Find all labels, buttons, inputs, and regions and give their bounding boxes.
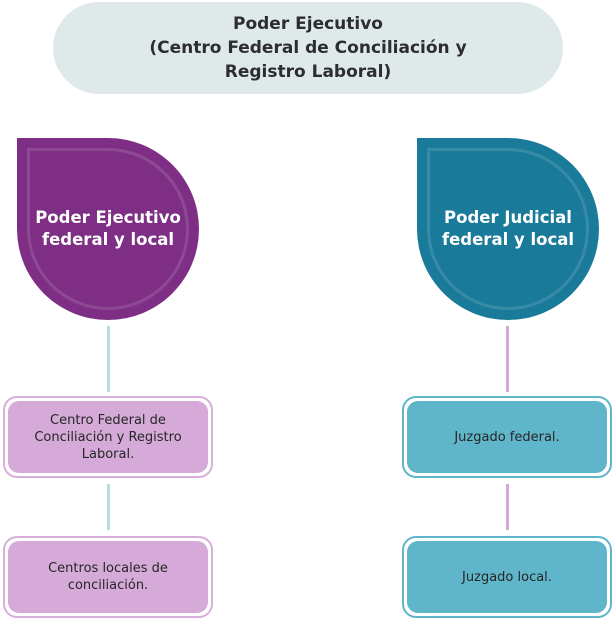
right-header-line-2: federal y local bbox=[441, 230, 575, 249]
top-node-line-1: Poder Ejecutivo bbox=[232, 14, 383, 34]
right-branch-header: Poder Judicial federal y local bbox=[417, 138, 599, 320]
left-header-line-2: federal y local bbox=[41, 230, 175, 249]
left-connector-upper bbox=[107, 326, 110, 392]
left-connector-lower bbox=[107, 484, 110, 530]
centro-federal-line-2: Conciliación y Registro bbox=[34, 429, 182, 445]
centro-federal-line-1: Centro Federal de bbox=[50, 412, 166, 428]
left-header-line-1: Poder Ejecutivo bbox=[35, 208, 181, 227]
centros-locales-line-2: conciliación. bbox=[67, 578, 149, 593]
juzgado-local-box-body: Juzgado local. bbox=[407, 541, 607, 613]
juzgado-local-label: Juzgado local. bbox=[462, 569, 552, 585]
juzgado-federal-label: Juzgado federal. bbox=[454, 429, 560, 445]
top-node-poder-ejecutivo: Poder Ejecutivo (Centro Federal de Conci… bbox=[53, 2, 563, 94]
right-connector-upper bbox=[506, 326, 509, 392]
centro-federal-box: Centro Federal de Conciliación y Registr… bbox=[3, 396, 213, 478]
centros-locales-box-body: Centros locales de conciliación. bbox=[8, 541, 208, 613]
left-branch-header: Poder Ejecutivo federal y local bbox=[17, 138, 199, 320]
centro-federal-box-body: Centro Federal de Conciliación y Registr… bbox=[8, 401, 208, 473]
juzgado-local-box: Juzgado local. bbox=[402, 536, 612, 618]
centros-locales-box: Centros locales de conciliación. bbox=[3, 536, 213, 618]
juzgado-federal-box-body: Juzgado federal. bbox=[407, 401, 607, 473]
centro-federal-line-3: Laboral. bbox=[81, 446, 135, 462]
top-node-line-2: (Centro Federal de Conciliación y bbox=[149, 38, 467, 58]
right-connector-lower bbox=[506, 484, 509, 530]
centros-locales-line-1: Centros locales de bbox=[48, 561, 168, 576]
top-node-line-3: Registro Laboral) bbox=[224, 62, 392, 82]
juzgado-federal-box: Juzgado federal. bbox=[402, 396, 612, 478]
right-header-line-1: Poder Judicial bbox=[444, 208, 572, 227]
